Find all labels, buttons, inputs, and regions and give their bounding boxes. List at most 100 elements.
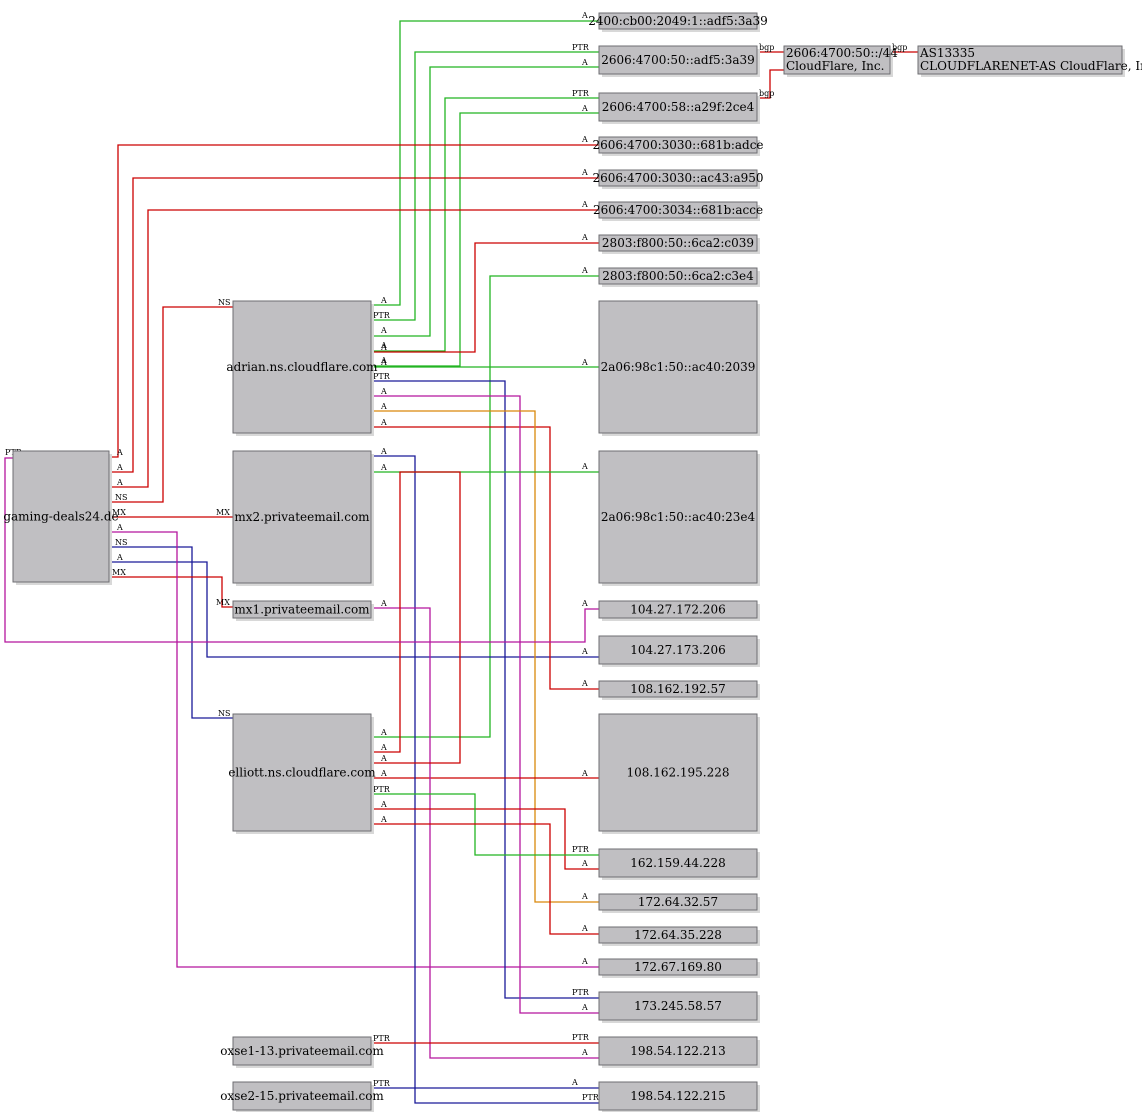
node-label-line: CLOUDFLARENET-AS CloudFlare, Inc. <box>920 59 1142 73</box>
edge-label-source: PTR <box>373 1079 391 1088</box>
edge-label-source: A <box>380 358 387 367</box>
node-ip4[interactable]: 2606:4700:3030::681b:adce <box>592 136 764 156</box>
node-mx2[interactable]: mx2.privateemail.com <box>232 450 374 586</box>
edge-label-target: A <box>581 599 588 608</box>
node-label: 108.162.195.228 <box>626 766 729 780</box>
node-ip12[interactable]: 104.27.173.206 <box>598 635 760 667</box>
edge-e19: PTR PTR <box>371 372 599 999</box>
edge-e4: A PTR <box>371 89 599 352</box>
edge-line <box>371 51 599 321</box>
edge-label-target: A <box>581 462 588 471</box>
node-ip15[interactable]: 162.159.44.228 <box>598 848 760 880</box>
edge-line <box>757 69 784 99</box>
edge-e1: AA <box>371 11 599 306</box>
node-ip19[interactable]: 173.245.58.57 <box>598 991 760 1023</box>
edge-e18: AA <box>371 418 599 690</box>
node-ip13[interactable]: 108.162.192.57 <box>598 680 760 700</box>
node-label-line: AS13335 <box>919 46 975 60</box>
edge-label-target: PTR <box>582 1093 600 1102</box>
node-label-line: CloudFlare, Inc. <box>786 59 884 73</box>
node-label: oxse1-13.privateemail.com <box>220 1044 384 1058</box>
node-label: oxse2-15.privateemail.com <box>220 1089 384 1103</box>
edge-label-target: A <box>581 924 588 933</box>
node-ip11[interactable]: 104.27.172.206 <box>598 600 760 621</box>
edge-e17: AA <box>109 523 599 968</box>
node-label: 2a06:98c1:50::ac40:23e4 <box>601 510 756 524</box>
node-ip20[interactable]: 198.54.122.213 <box>598 1036 760 1068</box>
edge-e15: AA <box>109 553 599 658</box>
node-ip18[interactable]: 172.67.169.80 <box>598 958 760 978</box>
edge-label-source: bgp <box>759 43 774 52</box>
node-ip14[interactable]: 108.162.195.228 <box>598 713 760 834</box>
node-label: 104.27.172.206 <box>630 603 725 617</box>
edge-label-source: A <box>116 553 123 562</box>
edge-label-source: A <box>380 815 387 824</box>
edge-label-target: PTR <box>572 89 590 98</box>
node-ip1[interactable]: 2400:cb00:2049:1::adf5:3a39 <box>588 12 768 32</box>
edge-label-source: PTR <box>373 372 391 381</box>
node-ip9[interactable]: 2a06:98c1:50::ac40:2039 <box>598 300 760 436</box>
node-ip16[interactable]: 172.64.32.57 <box>598 893 760 913</box>
edge-e7: AA <box>109 168 599 473</box>
node-label: 2400:cb00:2049:1::adf5:3a39 <box>588 14 768 28</box>
node-label: 172.67.169.80 <box>634 960 722 974</box>
node-label: 172.64.35.228 <box>634 928 722 942</box>
edge-label-target: A <box>581 104 588 113</box>
edge-label-source: A <box>380 447 387 456</box>
edge-label-target: A <box>581 11 588 20</box>
node-mx1[interactable]: mx1.privateemail.com <box>232 600 374 621</box>
node-ip2[interactable]: 2606:4700:50::adf5:3a39 <box>598 45 760 77</box>
edge-label-target: A <box>571 1078 578 1087</box>
edge-e33: bgp <box>757 69 784 99</box>
edge-line <box>109 531 599 968</box>
edge-e32: bgp <box>757 43 784 53</box>
node-label: adrian.ns.cloudflare.com <box>226 360 378 374</box>
edge-line <box>371 410 599 903</box>
node-adrian[interactable]: adrian.ns.cloudflare.com <box>226 300 378 436</box>
edge-e31: PTR A <box>371 1078 599 1089</box>
edge-label-target: PTR <box>572 988 590 997</box>
edge-line <box>109 546 233 719</box>
edge-line <box>371 395 599 1014</box>
edge-label-source: PTR <box>373 785 391 794</box>
edge-e8: AA <box>109 200 599 488</box>
edge-e23: A PTR <box>371 447 600 1104</box>
edge-label-source: bgp <box>892 43 907 52</box>
edge-e20: AA <box>371 387 599 1014</box>
edge-label-source: A <box>380 599 387 608</box>
edge-label-target: MX <box>216 508 230 517</box>
node-ip6[interactable]: 2606:4700:3034::681b:acce <box>593 201 763 221</box>
edge-label-source: A <box>380 341 387 350</box>
node-ip7[interactable]: 2803:f800:50::6ca2:c039 <box>598 234 760 254</box>
node-label: 2606:4700:3034::681b:acce <box>593 203 763 217</box>
node-oxse1[interactable]: oxse1-13.privateemail.com <box>220 1036 384 1068</box>
edge-line <box>109 561 599 658</box>
edge-label-source: A <box>380 418 387 427</box>
node-ip5[interactable]: 2606:4700:3030::ac43:a950 <box>592 169 764 189</box>
node-oxse2[interactable]: oxse2-15.privateemail.com <box>220 1081 384 1112</box>
node-elliott[interactable]: elliott.ns.cloudflare.com <box>228 713 376 834</box>
node-label: 2606:4700:50::adf5:3a39 <box>601 53 755 67</box>
node-label: 198.54.122.215 <box>630 1089 725 1103</box>
node-ip17[interactable]: 172.64.35.228 <box>598 926 760 946</box>
edge-line <box>371 112 599 367</box>
node-label: elliott.ns.cloudflare.com <box>228 766 376 780</box>
edge-label-source: MX <box>112 508 126 517</box>
edge-line <box>109 576 233 608</box>
node-ip10[interactable]: 2a06:98c1:50::ac40:23e4 <box>598 450 760 586</box>
edge-label-target: A <box>581 358 588 367</box>
edge-e34: bgp <box>890 43 918 53</box>
node-ip8[interactable]: 2803:f800:50::6ca2:c3e4 <box>598 267 760 287</box>
node-ip3[interactable]: 2606:4700:58::a29f:2ce4 <box>598 92 760 124</box>
edge-label-source: A <box>380 769 387 778</box>
node-ip21[interactable]: 198.54.122.215 <box>598 1081 760 1112</box>
edge-label-source: A <box>380 296 387 305</box>
node-domain[interactable]: gaming-deals24.de <box>3 450 119 585</box>
edge-label-source: A <box>380 343 387 352</box>
edge-label-target: A <box>380 743 387 752</box>
edge-label-target: NS <box>218 298 230 307</box>
